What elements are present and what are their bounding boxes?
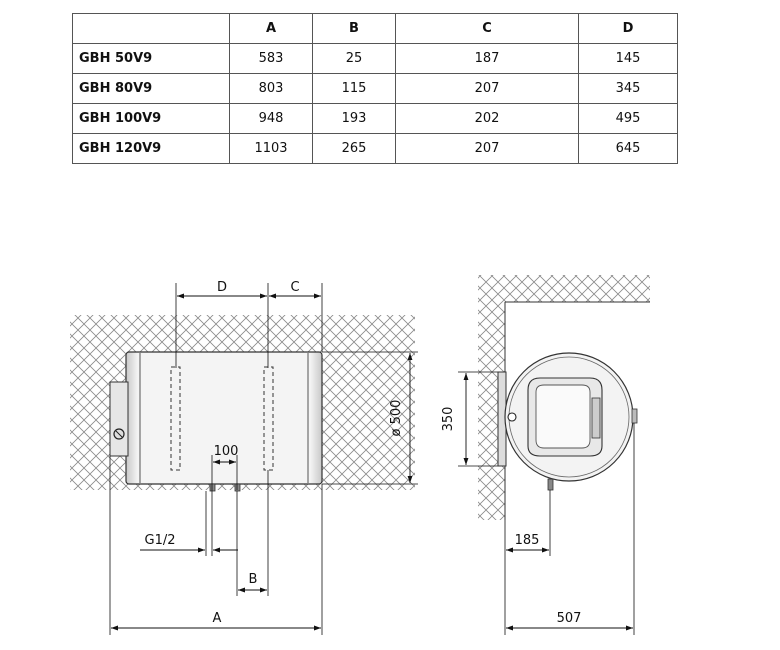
side-knob [631, 408, 638, 424]
cell-A: 583 [229, 43, 313, 74]
header-B: B [312, 13, 396, 44]
label-pipe-spacing: 100 [214, 444, 239, 459]
header-D: D [578, 13, 678, 44]
label-B: B [249, 572, 258, 587]
cell-B: 265 [312, 133, 396, 164]
cell-C: 207 [395, 73, 579, 104]
table-row: GBH 100V9 948 193 202 495 [72, 103, 678, 134]
control-inner [535, 384, 591, 449]
pipe-outlet [234, 483, 241, 492]
cell-C: 187 [395, 43, 579, 74]
label-D: D [217, 280, 227, 295]
cell-C: 202 [395, 103, 579, 134]
table-row: GBH 120V9 1103 265 207 645 [72, 133, 678, 164]
pipe-inlet [209, 483, 216, 492]
cell-model: GBH 120V9 [72, 133, 230, 164]
cell-D: 645 [578, 133, 678, 164]
label-A: A [213, 611, 222, 626]
table-row: GBH 80V9 803 115 207 345 [72, 73, 678, 104]
header-C: C [395, 13, 579, 44]
cell-B: 25 [312, 43, 396, 74]
control-knob-side [591, 397, 601, 439]
mount-hole-icon [507, 412, 517, 422]
cell-A: 948 [229, 103, 313, 134]
cell-B: 193 [312, 103, 396, 134]
knob-mark [115, 430, 123, 438]
cell-D: 495 [578, 103, 678, 134]
dimensions-table: A B C D GBH 50V9 583 25 187 145 GBH 80V9… [72, 13, 678, 164]
wall-hatch-side [478, 275, 650, 520]
label-C: C [290, 280, 299, 295]
table-row: GBH 50V9 583 25 187 145 [72, 43, 678, 74]
pipe-side [547, 478, 554, 491]
label-bracket: 350 [441, 407, 456, 432]
tank-body [125, 351, 323, 485]
control-panel [109, 381, 129, 457]
label-diameter: ø 500 [389, 400, 404, 437]
side-view: 350 185 507 [441, 275, 650, 635]
label-depth: 507 [557, 611, 582, 626]
cell-model: GBH 80V9 [72, 73, 230, 104]
front-view: D C ø 500 100 G1/2 B A [70, 280, 418, 635]
cell-B: 115 [312, 73, 396, 104]
label-thread: G1/2 [145, 533, 176, 548]
label-offset: 185 [515, 533, 540, 548]
cell-model: GBH 50V9 [72, 43, 230, 74]
